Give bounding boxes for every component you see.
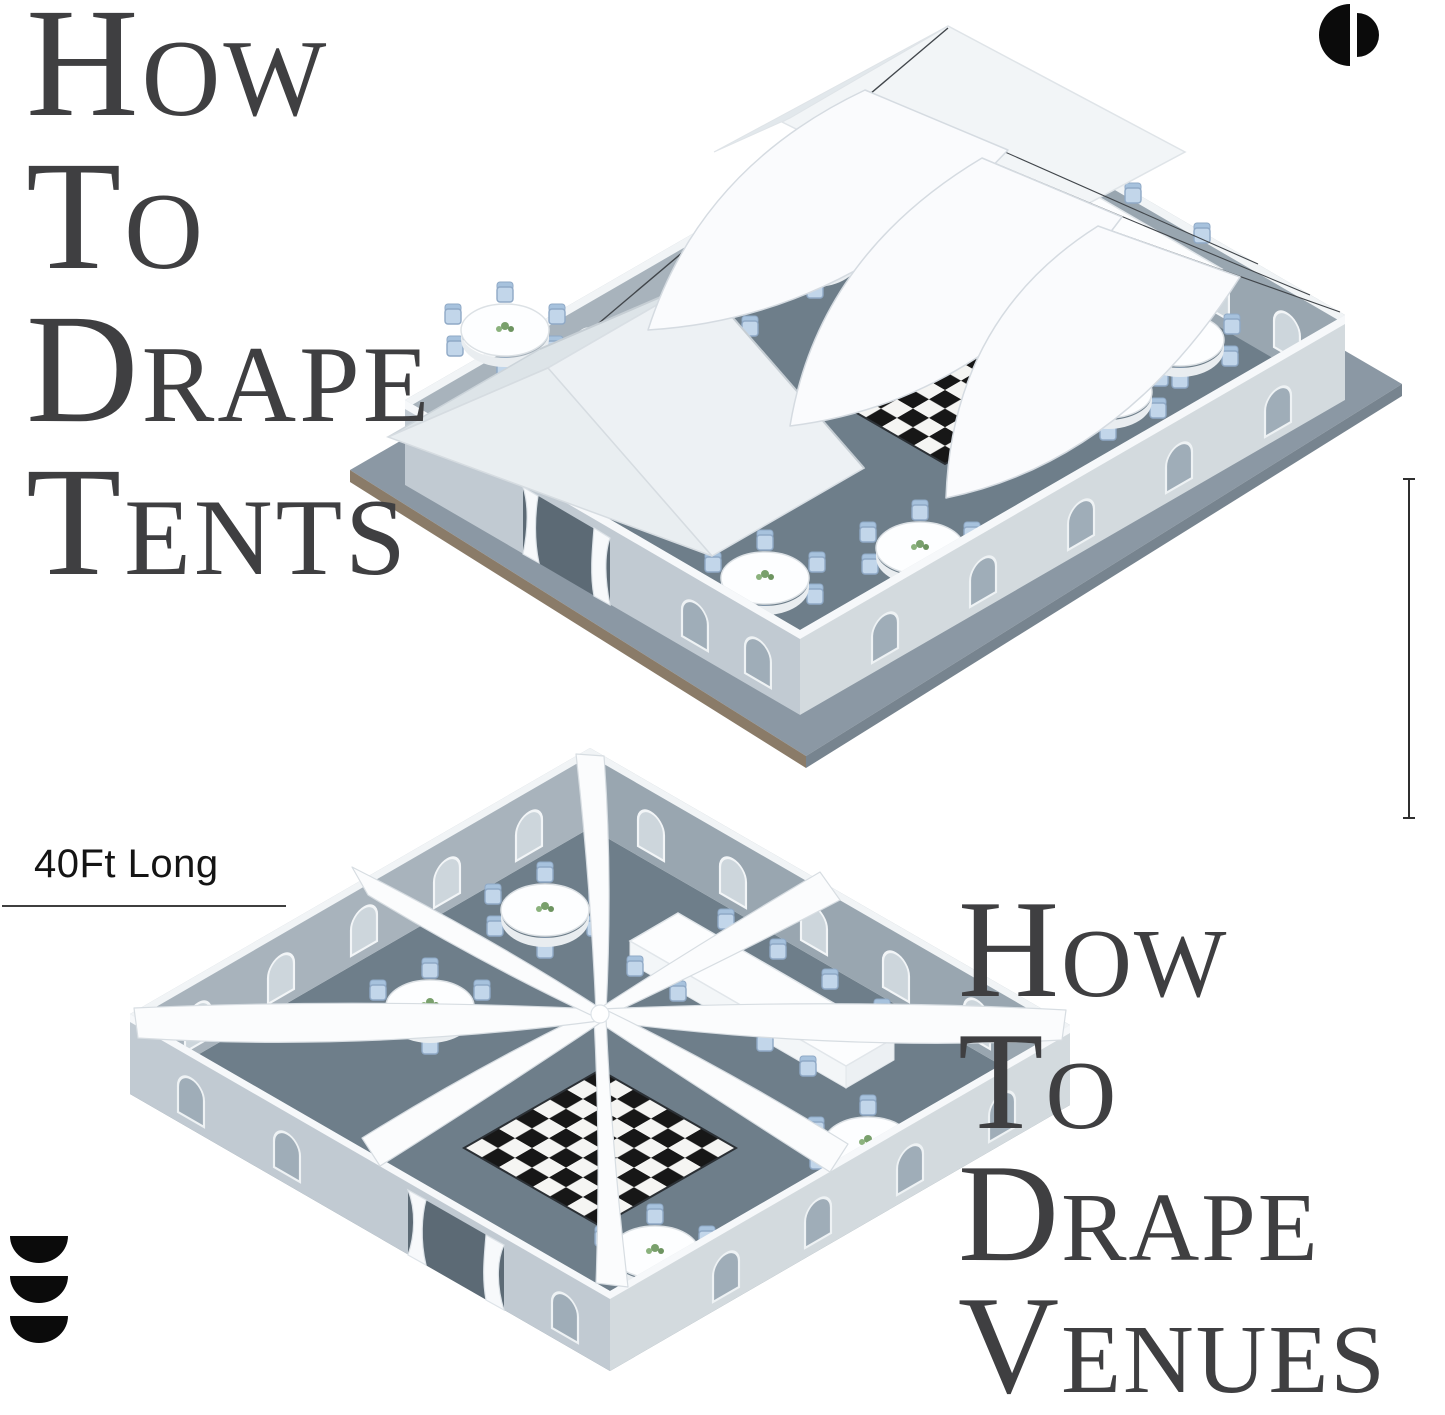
half-disc-right-icon: [1357, 13, 1379, 57]
headline-line: Drape: [26, 282, 433, 455]
venue-star-drapes: [133, 753, 1067, 1288]
headline-line: To: [26, 129, 207, 302]
vertical-divider-line: [1403, 478, 1415, 819]
venue-near-walls: [130, 1014, 1070, 1371]
tent-illustration: [350, 25, 1402, 768]
headline-line: Drape: [958, 1136, 1320, 1291]
brand-mark-bottom-left: [10, 1236, 68, 1343]
brand-mark-top-right: [1318, 3, 1379, 66]
tent-gable-roof-section: [385, 278, 866, 557]
tent-ceiling-drapes: [647, 89, 1241, 499]
headline-line: Tents: [26, 435, 409, 608]
headline-line: Venues: [958, 1268, 1387, 1415]
headline-line: How: [958, 872, 1229, 1027]
headline-how-to-drape-venues: How To Drape Venues: [958, 872, 1387, 1415]
venue-illustration: [130, 748, 1070, 1371]
headline-line: To: [958, 1004, 1119, 1159]
half-disc-icon: [10, 1316, 68, 1343]
drape-length-label: 40Ft Long: [34, 842, 219, 886]
half-disc-icon: [10, 1236, 68, 1263]
headline-how-to-drape-tents: How To Drape Tents: [26, 0, 433, 608]
venue-entrance-curtains: [406, 1188, 506, 1312]
half-disc-left-icon: [1318, 3, 1350, 66]
headline-line: How: [26, 0, 330, 149]
half-disc-icon: [10, 1276, 68, 1303]
tent-entrance-curtains: [521, 485, 611, 607]
